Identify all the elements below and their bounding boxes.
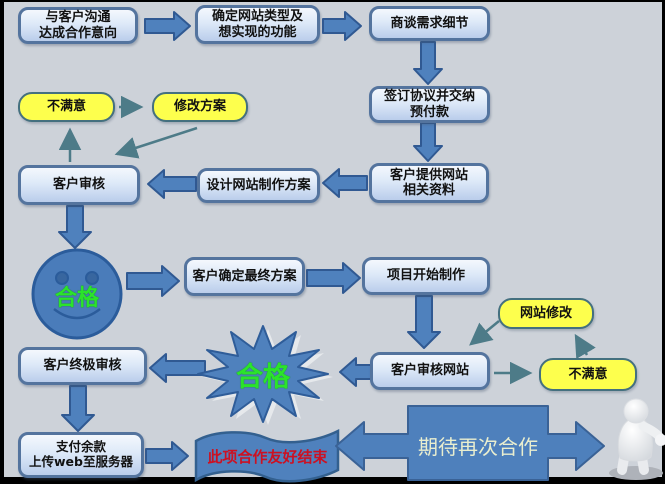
node-review-website-label: 客户审核网站 <box>390 363 469 379</box>
node-start-production-label: 项目开始制作 <box>386 268 465 284</box>
node-final-review-label: 客户终极审核 <box>43 358 122 374</box>
node-unsatisfied-1: 不满意 <box>18 92 115 122</box>
node-define-type-label: 确定网站类型及 想实现的功能 <box>211 9 303 40</box>
node-website-revision: 网站修改 <box>498 298 594 329</box>
node-website-revision-label: 网站修改 <box>519 305 572 321</box>
node-provide-materials: 客户提供网站 相关资料 <box>369 163 489 203</box>
node-confirm-final: 客户确定最终方案 <box>184 257 305 296</box>
arrow-revise-to-review <box>114 126 198 159</box>
arrow-pass-to-confirm <box>126 265 180 297</box>
node-pay-upload-label: 支付余款 上传web至服务器 <box>29 439 133 469</box>
node-revise-plan-label: 修改方案 <box>173 99 226 115</box>
node-design-plan-label: 设计网站制作方案 <box>206 177 311 193</box>
arrow-review-to-pass <box>58 205 92 249</box>
arrow-communicate-to-define <box>144 11 191 41</box>
node-define-type: 确定网站类型及 想实现的功能 <box>195 5 320 44</box>
node-client-review-label: 客户审核 <box>52 177 105 193</box>
node-revise-plan: 修改方案 <box>152 92 248 122</box>
arrow-discuss-to-sign <box>413 41 443 85</box>
double-arrow-banner-shape <box>335 405 605 481</box>
node-unsatisfied-2-label: 不满意 <box>568 366 608 382</box>
node-unsatisfied-1-label: 不满意 <box>46 99 86 115</box>
arrow-pay-to-end <box>145 441 189 471</box>
arrow-sign-to-materials <box>413 122 443 162</box>
arrow-confirm-to-production <box>306 262 361 294</box>
node-pay-upload: 支付余款 上传web至服务器 <box>18 432 144 478</box>
node-discuss-details-label: 商谈需求细节 <box>390 15 469 31</box>
arrow-design-to-review <box>147 169 197 199</box>
flowchart-background <box>4 2 662 477</box>
node-review-website: 客户审核网站 <box>370 352 490 390</box>
starburst-shape <box>197 325 333 425</box>
arrow-revision-to-reviewsite <box>469 320 500 346</box>
node-final-review: 客户终极审核 <box>18 347 147 385</box>
arrow-materials-to-design <box>322 168 368 198</box>
arrow-reviewsite-to-pass2 <box>339 357 373 387</box>
node-communicate: 与客户沟通 达成合作意向 <box>18 7 138 44</box>
node-discuss-details: 商谈需求细节 <box>369 6 490 41</box>
node-unsatisfied-2: 不满意 <box>539 358 637 391</box>
ribbon-shape <box>194 428 340 483</box>
node-confirm-final-label: 客户确定最终方案 <box>192 268 297 284</box>
arrow-pass2-to-finalreview <box>149 353 206 383</box>
node-client-review: 客户审核 <box>18 165 140 205</box>
node-communicate-label: 与客户沟通 达成合作意向 <box>38 10 117 41</box>
node-provide-materials-label: 客户提供网站 相关资料 <box>389 167 468 198</box>
arrow-unsatisfied2-to-revision <box>574 333 596 359</box>
smiley-face-icon <box>31 248 123 340</box>
node-sign-agreement-label: 签订协议并交纳 预付款 <box>383 89 475 120</box>
arrow-production-to-reviewsite <box>407 295 441 349</box>
node-sign-agreement: 签订协议并交纳 预付款 <box>369 86 490 123</box>
arrow-define-to-discuss <box>322 11 362 41</box>
handshake-figure-icon <box>609 398 665 480</box>
node-design-plan: 设计网站制作方案 <box>197 168 320 203</box>
arrow-finalreview-to-pay <box>61 385 95 432</box>
node-start-production: 项目开始制作 <box>362 257 490 295</box>
